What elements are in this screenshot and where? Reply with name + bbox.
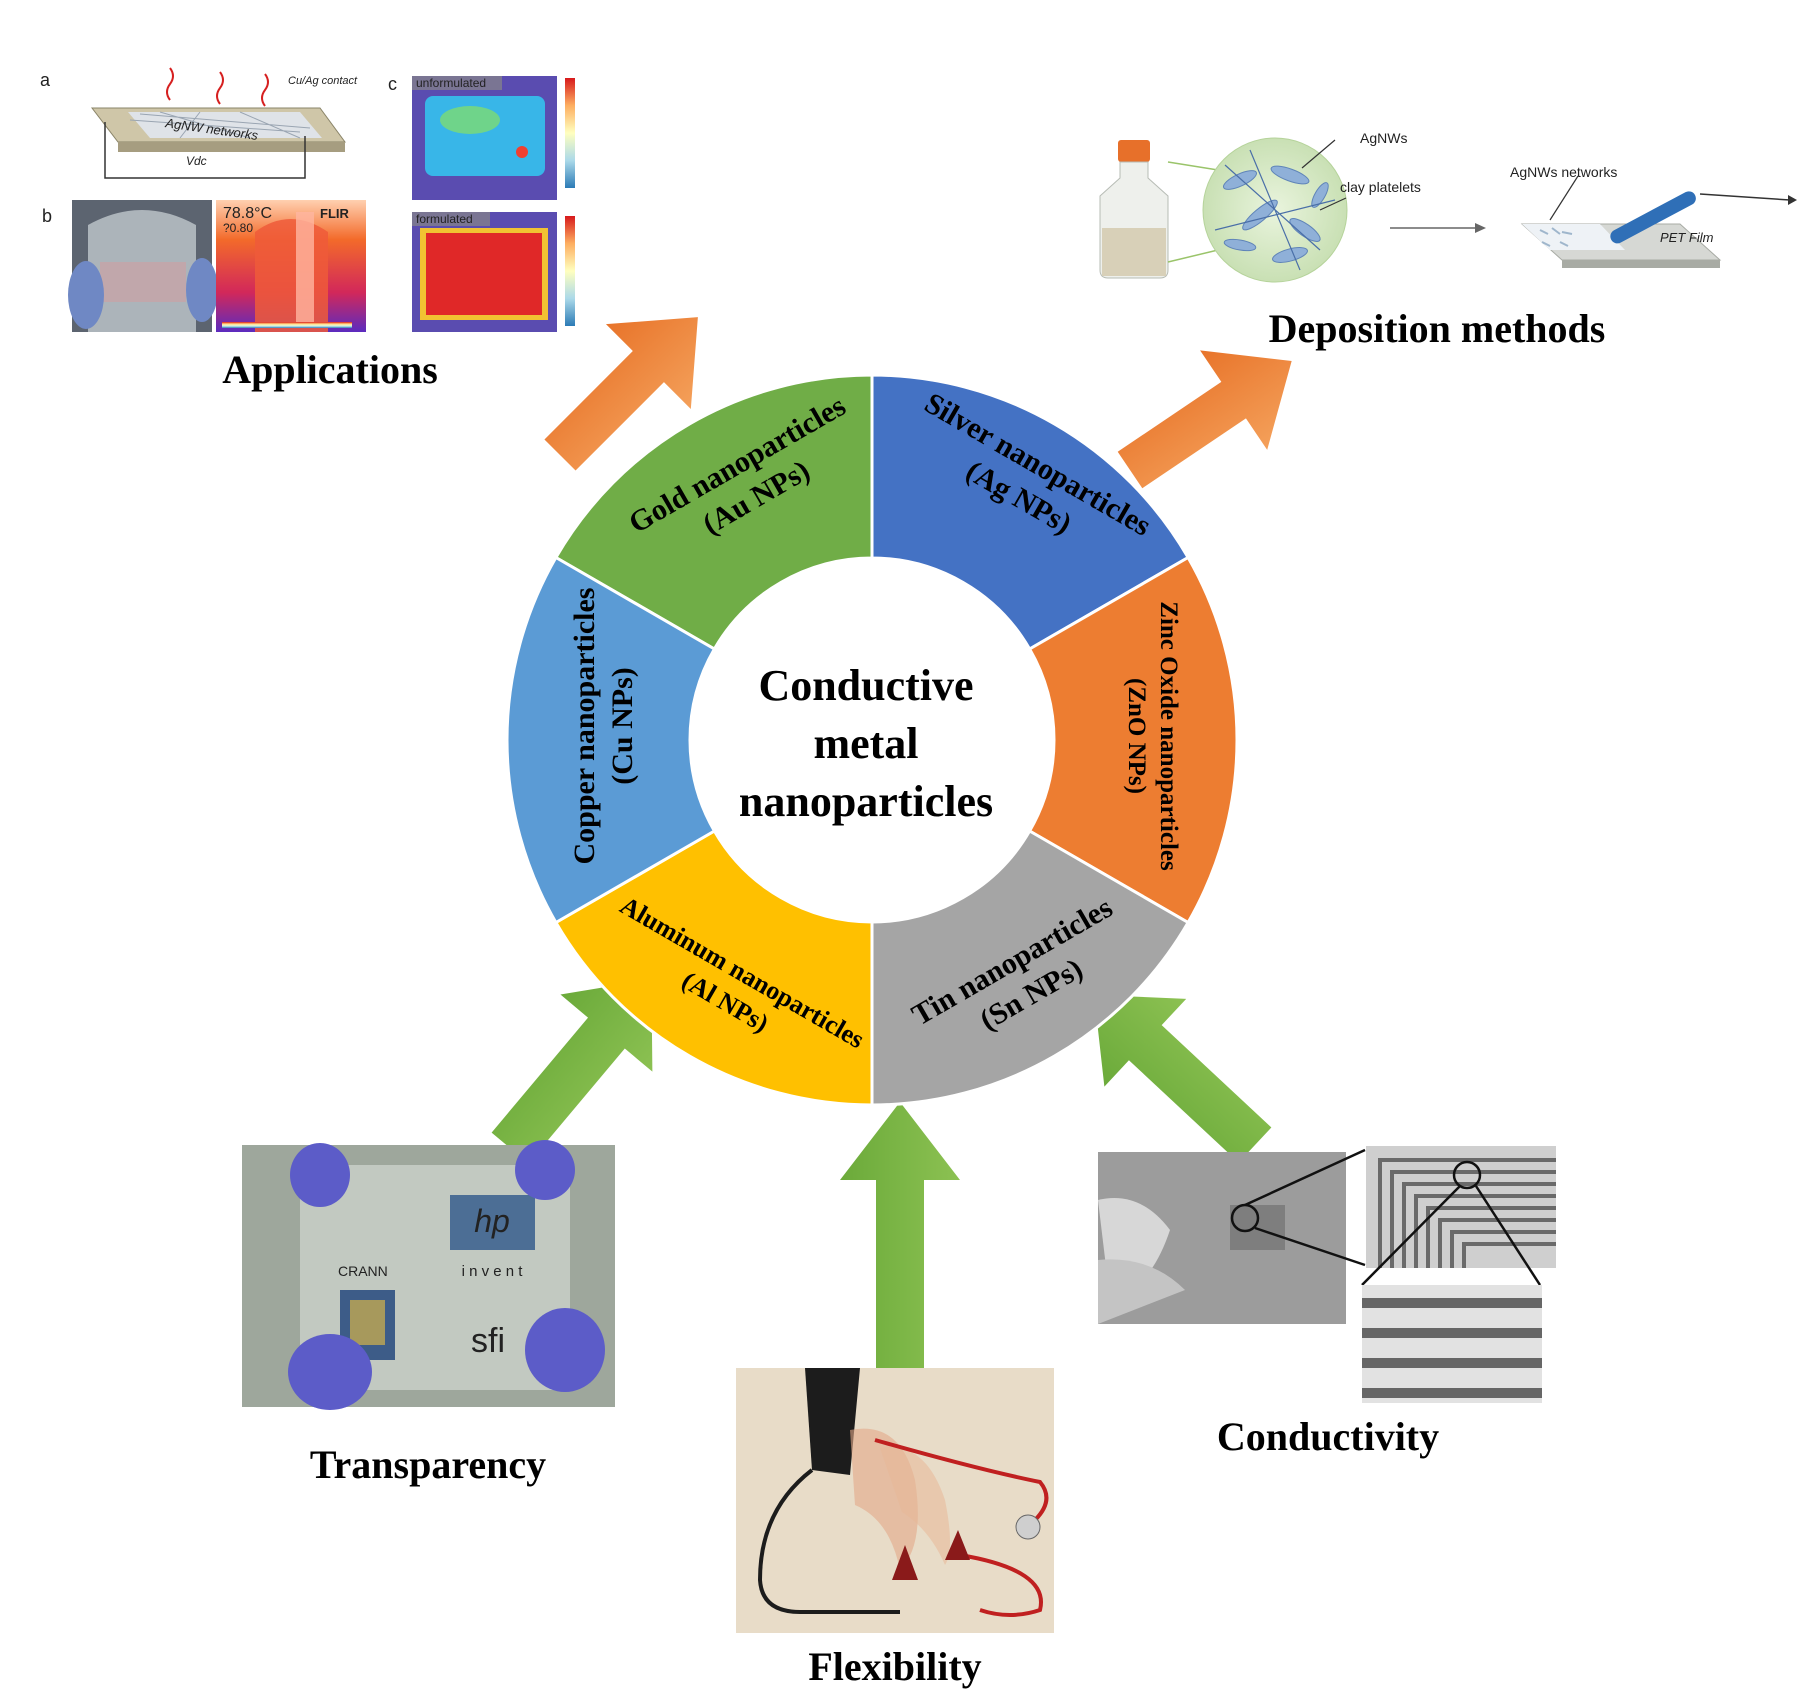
crann-text: CRANN bbox=[338, 1263, 388, 1279]
panel-c-letter: c bbox=[388, 74, 397, 94]
aluminum-segment bbox=[553, 828, 874, 1107]
thermal-image: 78.8°C ?0.80 FLIR bbox=[216, 200, 366, 332]
deposition-caption: Deposition methods bbox=[1269, 306, 1606, 351]
temperature-readout: 78.8°C bbox=[223, 205, 272, 222]
arrow-to-deposition bbox=[1117, 350, 1292, 489]
copper-label-line1: Copper nanoparticles bbox=[568, 588, 601, 865]
panel-b-letter: b bbox=[42, 206, 52, 226]
arrow-from-conductivity bbox=[1094, 994, 1272, 1163]
pet-film-label: PET Film bbox=[1660, 230, 1714, 245]
applications-caption: Applications bbox=[222, 347, 438, 392]
agnws-networks-label: AgNWs networks bbox=[1510, 164, 1617, 180]
panel-a-letter: a bbox=[40, 70, 51, 90]
gold-segment bbox=[553, 373, 874, 652]
flexibility-caption: Flexibility bbox=[808, 1644, 981, 1689]
rod-coating-illustration bbox=[1520, 191, 1797, 268]
vdc-label: Vdc bbox=[186, 154, 207, 168]
process-arrow bbox=[1390, 223, 1486, 233]
clay-platelets-zoom bbox=[1202, 137, 1348, 283]
formulated-thermal-map: formulated bbox=[412, 212, 575, 332]
agnws-label: AgNWs bbox=[1360, 130, 1407, 146]
arrow-to-applications bbox=[544, 317, 698, 471]
center-title-line2: metal bbox=[813, 719, 918, 768]
tin-segment bbox=[870, 828, 1191, 1107]
transparency-caption: Transparency bbox=[310, 1442, 546, 1487]
line-pattern-zoom bbox=[1362, 1285, 1542, 1403]
agnw-device-illustration: AgNW networks Cu/Ag contact Vdc bbox=[90, 67, 358, 179]
zinc-segment-label: Zinc Oxide nanoparticles (ZnO NPs) bbox=[1123, 601, 1182, 871]
nanoparticle-ring bbox=[505, 373, 1239, 1107]
hp-logo-text: hp bbox=[474, 1203, 510, 1239]
flexibility-photo bbox=[736, 1368, 1054, 1633]
unformulated-label: unformulated bbox=[416, 76, 486, 90]
zinc-label-line1: Zinc Oxide nanoparticles bbox=[1155, 601, 1182, 871]
formulated-label: formulated bbox=[416, 212, 473, 226]
deposition-panel: AgNWs clay platelets AgNWs networks PET … bbox=[1099, 130, 1797, 283]
zinc-label-line2: (ZnO NPs) bbox=[1123, 678, 1150, 794]
copper-label-line2: (Cu NPs) bbox=[606, 667, 639, 785]
ink-bottle bbox=[1099, 140, 1169, 279]
flir-logo: FLIR bbox=[320, 206, 349, 221]
invent-text: i n v e n t bbox=[462, 1263, 524, 1280]
serpentine-pattern bbox=[1361, 1146, 1556, 1286]
unformulated-thermal-map: unformulated bbox=[412, 76, 575, 200]
conductivity-photos bbox=[1098, 1146, 1556, 1403]
copper-segment bbox=[505, 555, 717, 925]
clay-platelets-label: clay platelets bbox=[1340, 179, 1421, 195]
transparency-photo: hp i n v e n t CRANN sfi bbox=[242, 1140, 615, 1410]
emissivity-readout: ?0.80 bbox=[223, 221, 253, 235]
arrow-from-transparency bbox=[491, 979, 653, 1164]
center-title-line3: nanoparticles bbox=[739, 777, 993, 826]
conductivity-caption: Conductivity bbox=[1217, 1414, 1439, 1459]
zinc-segment bbox=[1027, 555, 1239, 925]
arrow-from-flexibility bbox=[840, 1102, 960, 1370]
sfi-logo-text: sfi bbox=[471, 1322, 505, 1360]
applications-panel: a AgNW networks Cu/Ag contact Vdc b 78.8… bbox=[40, 67, 575, 332]
silver-segment bbox=[870, 373, 1191, 652]
copper-segment-label: Copper nanoparticles (Cu NPs) bbox=[568, 588, 639, 865]
contact-label: Cu/Ag contact bbox=[288, 75, 358, 87]
center-title-line1: Conductive bbox=[758, 661, 973, 710]
flexible-heater-photo bbox=[68, 200, 218, 332]
